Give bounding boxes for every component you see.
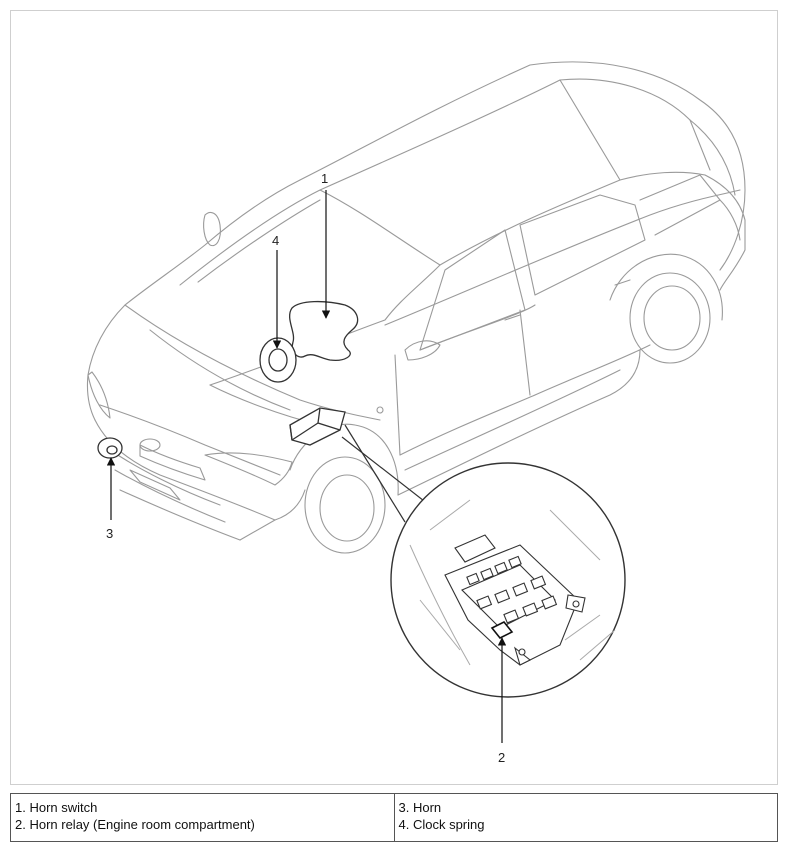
legend-right-cell: 3. Horn 4. Clock spring: [393, 793, 778, 842]
horn-switch-component: [288, 300, 359, 361]
legend-item-clock-spring: 4. Clock spring: [398, 817, 485, 832]
relay-detail-magnifier: [341, 424, 626, 698]
legend-item-horn-relay: 2. Horn relay (Engine room compartment): [15, 817, 255, 832]
callout-3-label: 3: [106, 526, 113, 541]
legend-row: 1. Horn switch 2. Horn relay (Engine roo…: [10, 793, 778, 842]
legend-table: 1. Horn switch 2. Horn relay (Engine roo…: [10, 793, 778, 842]
legend-left-cell: 1. Horn switch 2. Horn relay (Engine roo…: [10, 793, 395, 842]
horn-component: [97, 437, 123, 459]
legend-item-horn: 3. Horn: [398, 800, 442, 815]
figure-frame: [10, 10, 778, 785]
callout-leaders: [106, 190, 507, 743]
fuse-relay-box-detail: [444, 534, 586, 666]
callout-1-label: 1: [321, 171, 328, 186]
legend-item-horn-switch: 1. Horn switch: [15, 800, 98, 815]
clock-spring-component: [259, 337, 297, 383]
engine-room-junction-box: [289, 407, 346, 446]
callout-4-label: 4: [272, 233, 279, 248]
callout-2-label: 2: [498, 750, 505, 765]
horn-system-diagram: 1 4 3 2: [86, 61, 746, 765]
horn-relay-component: [490, 620, 514, 640]
car-outline: [86, 61, 746, 554]
